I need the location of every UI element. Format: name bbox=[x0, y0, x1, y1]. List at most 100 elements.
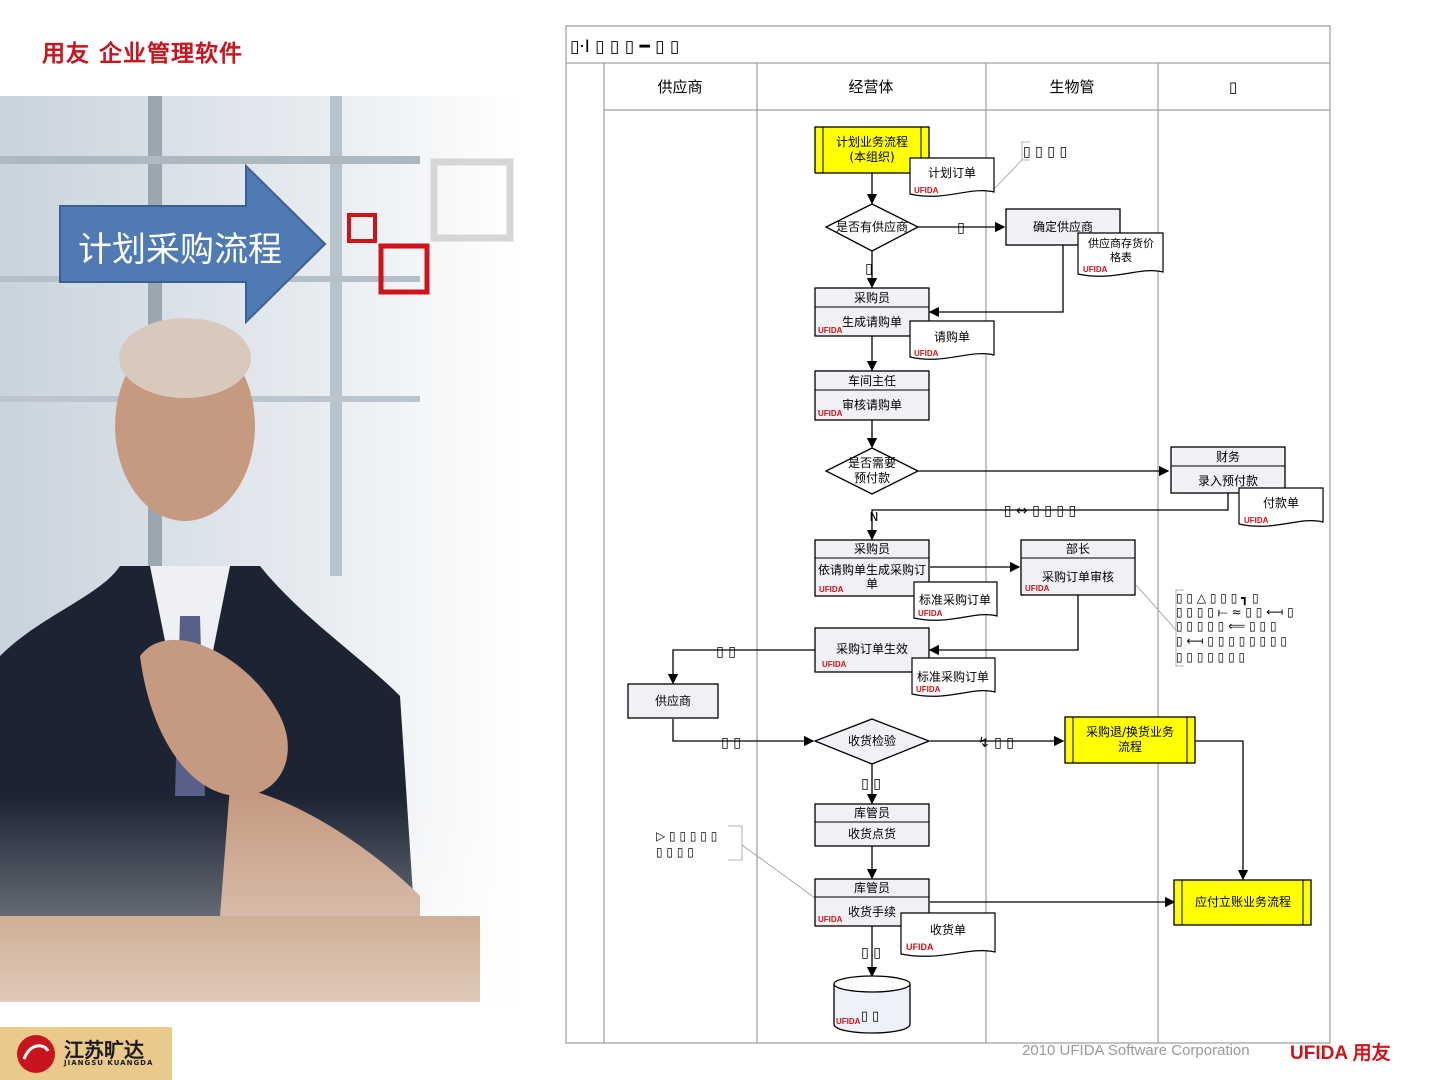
kuangda-logo-icon bbox=[17, 1035, 55, 1073]
svg-text:录入预付款: 录入预付款 bbox=[1198, 474, 1258, 488]
database-inventory: UFIDA ▯ ▯ bbox=[833, 975, 911, 1034]
svg-text:▯ ▯ ▯ ▯: ▯ ▯ ▯ ▯ bbox=[656, 845, 694, 859]
svg-text:收货单: 收货单 bbox=[930, 922, 966, 937]
background-photo bbox=[0, 96, 520, 1002]
svg-text:采购员: 采购员 bbox=[854, 290, 890, 305]
slide-title: 计划采购流程 bbox=[78, 230, 282, 270]
svg-text:UFIDA: UFIDA bbox=[819, 585, 844, 594]
doc-standard-po-2: 标准采购订单 UFIDA bbox=[911, 657, 996, 697]
node-buyer-generate-po: 采购员 依请购单生成采购订 单 UFIDA bbox=[814, 539, 930, 597]
decision-need-prepay: 是否需要 预付款 bbox=[824, 447, 920, 495]
node-return-process: 采购退/换货业务 流程 bbox=[1064, 716, 1196, 764]
svg-text:▯ ⟻ ▯ ▯ ▯ ▯ ▯ ▯ ▯ ▯: ▯ ⟻ ▯ ▯ ▯ ▯ ▯ ▯ ▯ ▯ bbox=[1176, 634, 1287, 648]
svg-text:库管员: 库管员 bbox=[854, 880, 890, 895]
svg-text:标准采购订单: 标准采购订单 bbox=[919, 592, 991, 607]
node-dept-head-review: 部长 采购订单审核 UFIDA bbox=[1020, 539, 1136, 596]
svg-text:格表: 格表 bbox=[1110, 250, 1132, 264]
doc-request: 请购单 UFIDA bbox=[909, 320, 995, 360]
company-name-en: JIANGSU KUANGDA bbox=[64, 1059, 154, 1067]
node-keeper-count: 库管员 收货点货 bbox=[814, 803, 930, 847]
svg-text:(本组织): (本组织) bbox=[849, 150, 894, 164]
svg-text:审核请购单: 审核请购单 bbox=[842, 397, 902, 412]
svg-text:采购员: 采购员 bbox=[854, 541, 890, 556]
svg-text:预付款: 预付款 bbox=[854, 471, 890, 485]
footer-copyright: 2010 UFIDA Software Corporation bbox=[1022, 1042, 1250, 1059]
svg-text:UFIDA: UFIDA bbox=[1025, 584, 1050, 593]
svg-text:计划订单: 计划订单 bbox=[928, 166, 976, 180]
svg-text:▯ ▯ ▯ ▯ ⟝ ≈ ▯ ▯ ⟻ ▯: ▯ ▯ ▯ ▯ ⟝ ≈ ▯ ▯ ⟻ ▯ bbox=[1176, 605, 1294, 619]
svg-text:UFIDA: UFIDA bbox=[818, 409, 843, 418]
doc-price-list: 供应商存货价 格表 UFIDA bbox=[1077, 232, 1164, 277]
svg-text:▯ ▯ △ ▯ ▯ ▯ ┓ ▯: ▯ ▯ △ ▯ ▯ ▯ ┓ ▯ bbox=[1176, 591, 1259, 606]
svg-text:是否需要: 是否需要 bbox=[848, 456, 896, 470]
note-receipt: ▷ ▯ ▯ ▯ ▯ ▯ ▯ ▯ ▯ ▯ bbox=[656, 829, 717, 859]
svg-text:UFIDA: UFIDA bbox=[836, 1017, 861, 1026]
flow-connectors bbox=[667, 173, 1249, 978]
svg-text:UFIDA: UFIDA bbox=[822, 660, 847, 669]
svg-text:请购单: 请购单 bbox=[934, 329, 970, 344]
svg-text:UFIDA: UFIDA bbox=[1083, 265, 1108, 274]
svg-text:标准采购订单: 标准采购订单 bbox=[917, 669, 989, 684]
doc-receipt: 收货单 UFIDA bbox=[900, 912, 996, 957]
svg-text:部长: 部长 bbox=[1066, 541, 1090, 556]
doc-standard-po-1: 标准采购订单 UFIDA bbox=[913, 581, 998, 621]
svg-text:流程: 流程 bbox=[1118, 739, 1142, 754]
lane-header-supplier: 供应商 bbox=[657, 78, 702, 96]
label-send-po: ▯ ▯ bbox=[716, 644, 736, 660]
svg-text:付款单: 付款单 bbox=[1263, 496, 1299, 510]
svg-text:供应商: 供应商 bbox=[655, 693, 691, 708]
label-pass: ▯ ▯ bbox=[861, 776, 881, 792]
svg-text:▯ ▯ ▯ ▯ ▯ ▯ ▯: ▯ ▯ ▯ ▯ ▯ ▯ ▯ bbox=[1176, 650, 1245, 664]
svg-text:UFIDA: UFIDA bbox=[918, 609, 943, 618]
note-po-review: ▯ ▯ △ ▯ ▯ ▯ ┓ ▯ ▯ ▯ ▯ ▯ ⟝ ≈ ▯ ▯ ⟻ ▯ ▯ ▯ … bbox=[1176, 591, 1294, 664]
svg-text:采购退/换货业务: 采购退/换货业务 bbox=[1086, 724, 1174, 739]
label-no: ▯ bbox=[957, 220, 965, 236]
svg-text:财务: 财务 bbox=[1216, 449, 1240, 464]
note-plan-order: ▯ ▯ ▯ ▯ bbox=[1023, 144, 1067, 160]
svg-text:供应商存货价: 供应商存货价 bbox=[1088, 236, 1154, 250]
svg-text:▯ ▯ ▯ ▯ ▯ ⟸ ▯ ▯ ▯: ▯ ▯ ▯ ▯ ▯ ⟸ ▯ ▯ ▯ bbox=[1176, 619, 1277, 633]
node-workshop-review: 车间主任 审核请购单 UFIDA bbox=[814, 370, 930, 421]
label-n: N bbox=[870, 510, 879, 524]
svg-text:应付立账业务流程: 应付立账业务流程 bbox=[1195, 894, 1291, 909]
svg-text:UFIDA: UFIDA bbox=[906, 942, 934, 952]
node-finance-prepay: 财务 录入预付款 bbox=[1170, 446, 1286, 494]
lane-header-other: ▯ bbox=[1229, 78, 1237, 96]
label-yes: ▯ bbox=[865, 261, 873, 277]
label-deliver: ▯ ▯ bbox=[721, 735, 741, 751]
node-ap-process: 应付立账业务流程 bbox=[1173, 879, 1312, 926]
svg-text:计划业务流程: 计划业务流程 bbox=[836, 134, 908, 149]
company-name: 江苏旷达 bbox=[64, 1038, 144, 1062]
svg-text:是否有供应商: 是否有供应商 bbox=[836, 219, 908, 234]
doc-plan-order: 计划订单 UFIDA bbox=[909, 157, 995, 197]
svg-text:生成请购单: 生成请购单 bbox=[842, 314, 902, 329]
svg-text:UFIDA: UFIDA bbox=[818, 326, 843, 335]
svg-text:确定供应商: 确定供应商 bbox=[1033, 219, 1093, 234]
svg-text:UFIDA: UFIDA bbox=[914, 349, 939, 358]
node-supplier: 供应商 bbox=[627, 683, 719, 719]
lane-header-management: 生物管 bbox=[1049, 78, 1094, 96]
callout-lines bbox=[728, 141, 1184, 899]
doc-payment: 付款单 UFIDA bbox=[1238, 487, 1324, 527]
svg-text:单: 单 bbox=[866, 577, 878, 591]
svg-text:UFIDA: UFIDA bbox=[914, 186, 939, 195]
footer-brand: UFIDA 用友 bbox=[1290, 1043, 1391, 1064]
svg-text:采购订单审核: 采购订单审核 bbox=[1042, 569, 1114, 584]
decision-has-supplier: 是否有供应商 bbox=[824, 203, 920, 252]
svg-text:依请购单生成采购订: 依请购单生成采购订 bbox=[818, 562, 926, 577]
flowchart-title: ▯·I ▯ ▯ ▯ ━ ▯ ▯ bbox=[570, 37, 679, 57]
svg-text:库管员: 库管员 bbox=[854, 805, 890, 820]
svg-text:▷ ▯ ▯ ▯ ▯ ▯: ▷ ▯ ▯ ▯ ▯ ▯ bbox=[656, 829, 717, 843]
brand-title: 用友 企业管理软件 bbox=[42, 41, 244, 67]
label-store: ▯ ▯ bbox=[861, 945, 881, 961]
decision-receive-check: 收货检验 bbox=[813, 718, 931, 765]
svg-text:▯ ▯: ▯ ▯ bbox=[861, 1009, 879, 1024]
label-prepay-return: ▯ ↔ ▯ ▯ ▯ ▯ bbox=[1004, 503, 1077, 519]
svg-text:UFIDA: UFIDA bbox=[916, 685, 941, 694]
label-reject: ↯ ▯ ▯ bbox=[978, 735, 1014, 751]
node-po-effective: 采购订单生效 UFIDA bbox=[814, 627, 930, 673]
node-plan-process: 计划业务流程 (本组织) bbox=[814, 126, 930, 174]
svg-text:车间主任: 车间主任 bbox=[848, 373, 896, 388]
lane-header-business-unit: 经营体 bbox=[848, 78, 893, 96]
